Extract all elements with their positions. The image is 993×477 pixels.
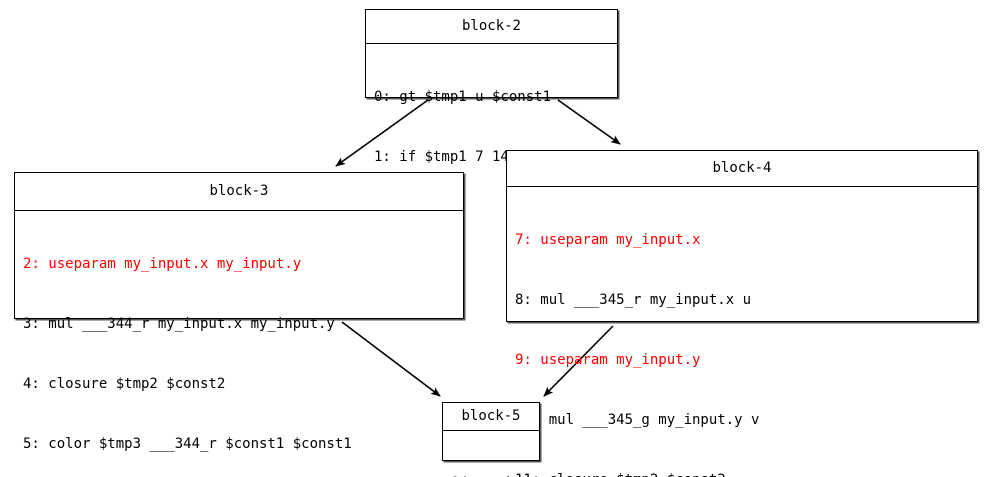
node-block-4-instructions: 7: useparam my_input.x 8: mul ___345_r m… [507, 187, 977, 477]
node-block-2-instructions: 0: gt $tmp1 u $const1 1: if $tmp1 7 14 [366, 44, 617, 211]
node-block-3-title: block-3 [15, 173, 463, 211]
instruction-7: 7: useparam my_input.x [515, 232, 701, 248]
instruction-11: 11: closure $tmp2 $const2 [515, 470, 971, 477]
instruction-8: 8: mul ___345_r my_input.x u [515, 292, 752, 308]
instruction-1: 1: if $tmp1 7 14 [374, 149, 509, 165]
instruction-9: 9: useparam my_input.y [515, 352, 701, 368]
node-block-5-title: block-5 [443, 403, 539, 431]
node-block-4-title: block-4 [507, 151, 977, 187]
node-block-3[interactable]: block-3 2: useparam my_input.x my_input.… [14, 172, 464, 452]
node-block-3-instructions: 2: useparam my_input.x my_input.y 3: mul… [15, 211, 463, 477]
instruction-14: 14: end [451, 473, 533, 477]
node-block-5[interactable]: block-5 14: end [442, 402, 540, 477]
instruction-3: 3: mul ___344_r my_input.x my_input.y [23, 316, 335, 332]
node-block-4[interactable]: block-4 7: useparam my_input.x 8: mul __… [506, 150, 978, 477]
node-block-2-title: block-2 [366, 10, 617, 44]
instruction-5: 5: color $tmp3 ___344_r $const1 $const1 [23, 436, 352, 452]
instruction-4: 4: closure $tmp2 $const2 [23, 376, 226, 392]
instruction-10: 10: mul ___345_g my_input.y v [515, 412, 760, 428]
node-block-5-instructions: 14: end [443, 431, 539, 477]
instruction-2: 2: useparam my_input.x my_input.y [23, 256, 302, 272]
instruction-0: 0: gt $tmp1 u $const1 [374, 89, 552, 105]
node-block-2[interactable]: block-2 0: gt $tmp1 u $const1 1: if $tmp… [365, 9, 618, 165]
